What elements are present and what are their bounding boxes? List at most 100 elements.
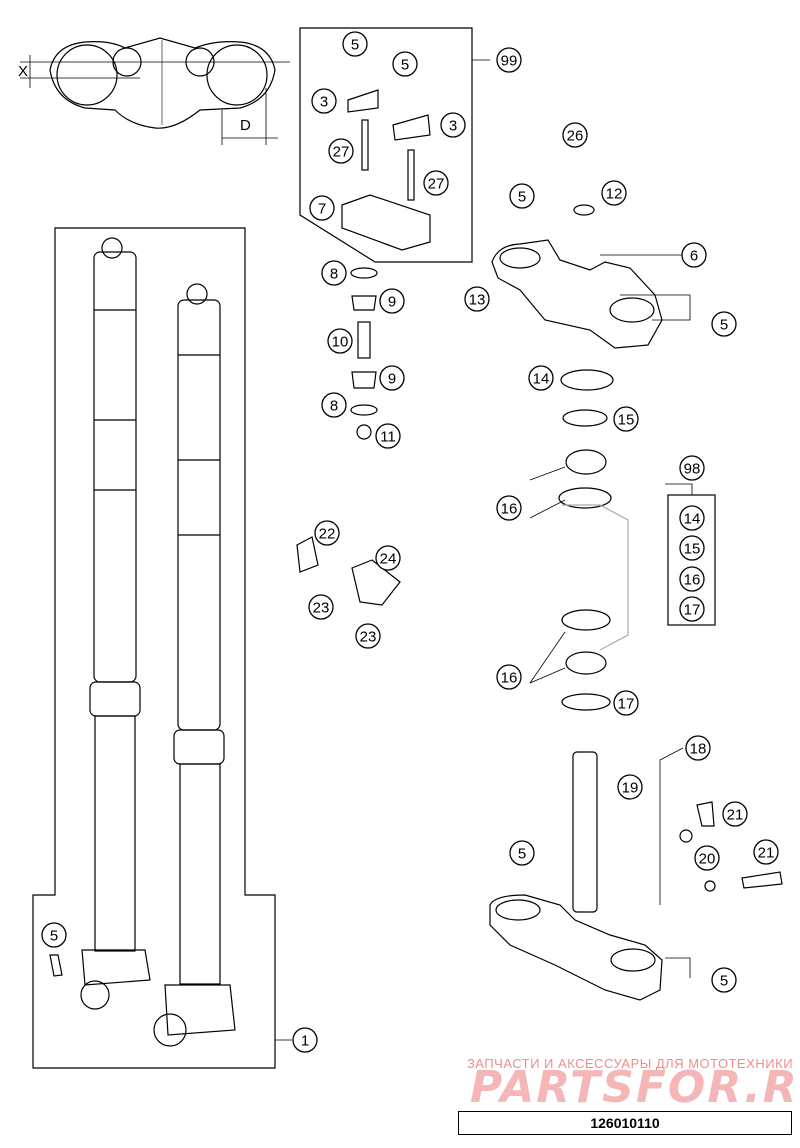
callout-label: 1 <box>301 1033 309 1050</box>
callout-label: 24 <box>380 551 397 568</box>
callout-1: 1 <box>292 1027 318 1053</box>
callout-24: 24 <box>375 545 401 571</box>
callout-3: 3 <box>311 88 337 114</box>
callout-label: 99 <box>501 53 518 70</box>
fork-leg-right <box>153 283 236 1047</box>
callout-circle <box>292 1027 318 1053</box>
steering-bearings <box>558 369 629 711</box>
fork-leg-left <box>80 237 151 1010</box>
callout-circle <box>562 122 588 148</box>
dimension-x-label: X <box>18 63 28 80</box>
callout-label: 17 <box>618 696 635 713</box>
callout-label: 5 <box>518 846 526 863</box>
callout-17: 17 <box>679 596 705 622</box>
callout-5: 5 <box>392 51 418 77</box>
callout-5: 5 <box>509 183 535 209</box>
callout-label: 15 <box>684 541 701 558</box>
callout-circle <box>753 839 779 865</box>
callout-label: 15 <box>618 412 635 429</box>
callout-21: 21 <box>722 801 748 827</box>
callout-circle <box>342 31 368 57</box>
callout-circle <box>440 112 466 138</box>
callout-18: 18 <box>685 735 711 761</box>
callout-label: 7 <box>318 201 326 218</box>
callout-label: 16 <box>501 501 518 518</box>
callout-label: 11 <box>380 429 396 446</box>
callout-label: 9 <box>388 371 396 388</box>
callout-15: 15 <box>613 406 639 432</box>
callout-circle <box>311 88 337 114</box>
callout-circle <box>617 774 643 800</box>
callout-circle <box>375 545 401 571</box>
callout-circle <box>308 594 334 620</box>
callout-17: 17 <box>613 690 639 716</box>
callout-23: 23 <box>308 594 334 620</box>
callout-label: 22 <box>319 526 336 543</box>
lower-triple-clamp <box>489 751 663 1001</box>
callout-circle <box>711 311 737 337</box>
callout-label: 8 <box>330 266 338 283</box>
callout-21: 21 <box>753 839 779 865</box>
callout-circle <box>379 365 405 391</box>
callout-22: 22 <box>314 520 340 546</box>
callout-circle <box>681 242 707 268</box>
handlebar-clamps <box>341 89 431 251</box>
callout-label: 6 <box>690 248 698 265</box>
callout-label: 21 <box>727 807 744 824</box>
callout-99: 99 <box>496 47 522 73</box>
callout-label: 16 <box>684 572 701 589</box>
callout-5: 5 <box>509 840 535 866</box>
callout-label: 3 <box>449 118 457 135</box>
callout-16: 16 <box>679 566 705 592</box>
callout-20: 20 <box>694 845 720 871</box>
callout-7: 7 <box>309 195 335 221</box>
callout-6: 6 <box>681 242 707 268</box>
callout-label: 16 <box>501 670 518 687</box>
callout-8: 8 <box>321 392 347 418</box>
callout-circle <box>679 566 705 592</box>
callout-circle <box>379 288 405 314</box>
callout-circle <box>423 170 449 196</box>
upper-triple-clamp <box>491 204 663 349</box>
callout-23: 23 <box>355 623 381 649</box>
callout-circle <box>679 596 705 622</box>
callout-5: 5 <box>342 31 368 57</box>
callout-label: 5 <box>720 973 728 990</box>
top-clamp-top-view <box>20 37 290 145</box>
callout-10: 10 <box>327 328 353 354</box>
callout-label: 10 <box>332 334 349 351</box>
callout-circle <box>509 840 535 866</box>
callout-circle <box>496 495 522 521</box>
callout-15: 15 <box>679 535 705 561</box>
callout-label: 21 <box>758 845 775 862</box>
callout-circle <box>528 365 554 391</box>
callout-circle <box>314 520 340 546</box>
callout-label: 23 <box>313 600 330 617</box>
callout-19: 19 <box>617 774 643 800</box>
dimension-d-label: D <box>240 117 251 134</box>
bushing-stack <box>350 267 378 440</box>
callout-circle <box>41 922 67 948</box>
callout-13: 13 <box>464 286 490 312</box>
callout-label: 20 <box>699 851 716 868</box>
callout-label: 3 <box>320 94 328 111</box>
callout-circle <box>613 690 639 716</box>
kit-99-frame <box>299 27 473 263</box>
watermark-caption: ЗАПЧАСТИ И АКСЕССУАРЫ ДЛЯ МОТОТЕХНИКИ <box>466 1056 794 1071</box>
callout-label: 17 <box>684 602 701 619</box>
watermark-logo: PARTSFOR.RU <box>470 1062 800 1113</box>
callout-circle <box>613 406 639 432</box>
callout-circle <box>321 260 347 286</box>
callout-circle <box>679 535 705 561</box>
callout-5: 5 <box>711 311 737 337</box>
callout-14: 14 <box>528 365 554 391</box>
callout-circle <box>327 328 353 354</box>
callout-circle <box>355 623 381 649</box>
callout-label: 5 <box>50 928 58 945</box>
callout-label: 5 <box>351 37 359 54</box>
callout-label: 27 <box>333 144 350 161</box>
callout-label: 5 <box>720 317 728 334</box>
fork-assembly-frame <box>32 227 276 1069</box>
callout-circle <box>722 801 748 827</box>
